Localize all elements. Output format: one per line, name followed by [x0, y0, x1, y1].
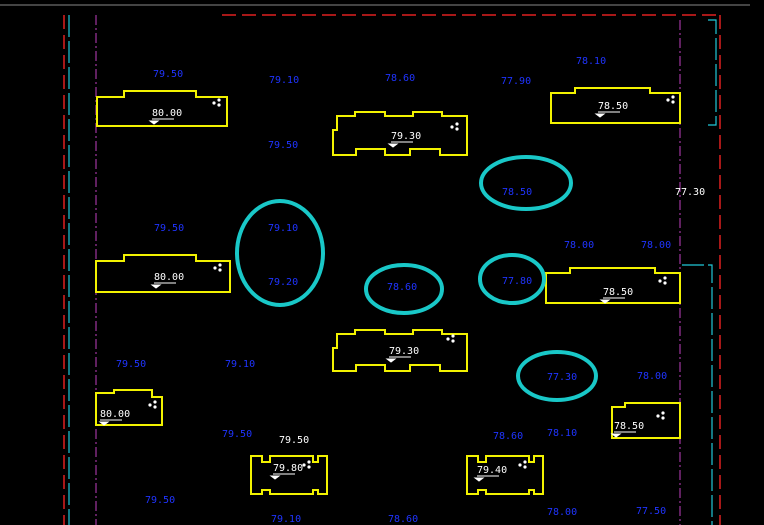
building-3 — [550, 87, 681, 124]
building-5 — [545, 267, 681, 304]
building-7 — [95, 389, 163, 426]
building-2 — [332, 111, 468, 156]
building-9 — [250, 455, 328, 495]
building-level-label: 79.30 — [389, 346, 419, 357]
building-level-label: 78.50 — [598, 101, 628, 112]
highlight-circle-4 — [478, 253, 546, 305]
buildings — [95, 87, 681, 495]
spot-level-label: 79.10 — [268, 223, 298, 234]
building-level-label: 79.80 — [273, 463, 303, 474]
spot-level-label: 78.00 — [637, 371, 667, 382]
spot-level-label: 78.60 — [388, 514, 418, 525]
building-6 — [332, 329, 468, 372]
spot-level-label: 78.60 — [493, 431, 523, 442]
building-4 — [95, 254, 231, 293]
spot-level-label: 79.50 — [116, 359, 146, 370]
spot-level-label: 79.10 — [271, 514, 301, 525]
building-level-label: 80.00 — [100, 409, 130, 420]
entrance-symbols — [148, 95, 675, 469]
spot-level-label: 79.50 — [268, 140, 298, 151]
building-level-label: 80.00 — [152, 108, 182, 119]
spot-level-label: 78.50 — [502, 187, 532, 198]
spot-level-label: 77.30 — [547, 372, 577, 383]
spot-level-label: 78.60 — [385, 73, 415, 84]
level-markers — [98, 111, 636, 482]
spot-level-label: 77.80 — [502, 276, 532, 287]
building-level-label: 78.50 — [614, 421, 644, 432]
building-level-label: 80.00 — [154, 272, 184, 283]
building-level-labels: 80.00 79.30 78.50 80.00 78.50 79.30 80.0… — [100, 101, 644, 476]
spot-level-label: 79.50 — [279, 435, 309, 446]
spot-level-label: 79.50 — [153, 69, 183, 80]
building-10 — [466, 455, 544, 495]
building-level-label: 79.40 — [477, 465, 507, 476]
highlight-circle-5 — [516, 350, 598, 402]
spot-level-label: 77.50 — [636, 506, 666, 517]
spot-level-label: 78.60 — [387, 282, 417, 293]
spot-level-label: 78.00 — [547, 507, 577, 518]
spot-level-label: 79.50 — [145, 495, 175, 506]
spot-level-label: 78.10 — [576, 56, 606, 67]
highlight-circles — [235, 155, 598, 402]
spot-level-label: 79.20 — [268, 277, 298, 288]
highlight-circle-1 — [479, 155, 573, 211]
spot-level-label: 79.10 — [225, 359, 255, 370]
highlight-circle-3 — [364, 263, 444, 315]
spot-level-label: 79.10 — [269, 75, 299, 86]
building-level-label: 79.30 — [391, 131, 421, 142]
spot-level-label: 77.90 — [501, 76, 531, 87]
spot-level-labels: 79.50 79.10 78.60 77.90 78.10 79.50 78.5… — [116, 56, 705, 525]
highlight-circle-2 — [235, 199, 325, 307]
spot-level-label: 79.50 — [222, 429, 252, 440]
spot-level-label: 78.00 — [641, 240, 671, 251]
building-1 — [96, 90, 228, 127]
spot-level-label: 77.30 — [675, 187, 705, 198]
spot-level-label: 78.10 — [547, 428, 577, 439]
spot-level-label: 78.00 — [564, 240, 594, 251]
building-8 — [611, 402, 681, 439]
spot-level-label: 79.50 — [154, 223, 184, 234]
building-level-label: 78.50 — [603, 287, 633, 298]
